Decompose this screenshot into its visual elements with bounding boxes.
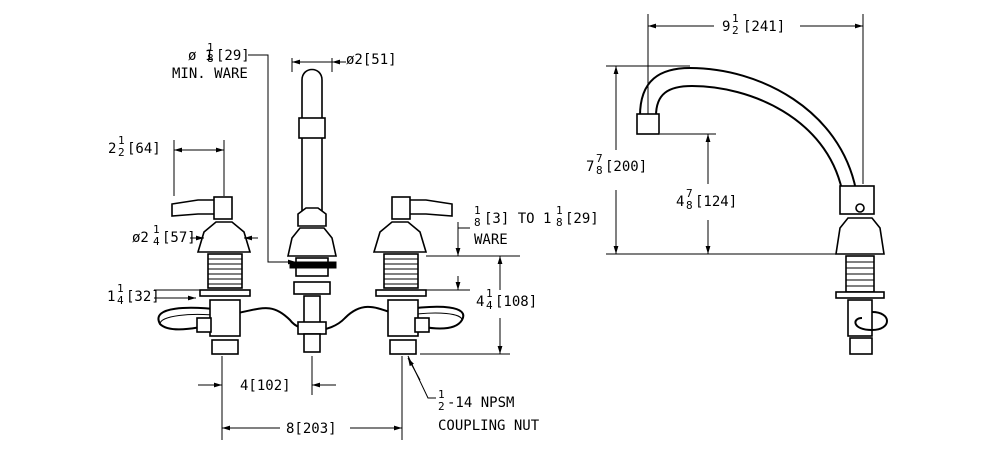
- svg-text:[3] TO 1: [3] TO 1: [484, 211, 551, 227]
- svg-text:[124]: [124]: [695, 194, 737, 210]
- left-lock-nut: [199, 289, 251, 297]
- left-valve: [171, 196, 252, 355]
- svg-text:1: 1: [486, 287, 493, 300]
- label-overall-spacing: 8[203]: [286, 421, 337, 437]
- front-dimension-lines: [154, 54, 520, 440]
- right-valve: [372, 196, 453, 355]
- svg-text:[57]: [57]: [162, 230, 196, 246]
- svg-text:9: 9: [722, 19, 730, 35]
- label-spout-height: 7 7 8 [200]: [586, 152, 647, 177]
- svg-text:1: 1: [107, 289, 115, 305]
- side-tube-loop: [854, 311, 888, 332]
- label-base-diameter: ø2 1 4 [57]: [132, 223, 196, 248]
- svg-text:8: 8: [474, 216, 481, 229]
- svg-text:ø2: ø2: [132, 230, 149, 246]
- right-coupling-nut: [389, 339, 417, 355]
- spout-tee-outlet: [303, 333, 321, 353]
- side-set-screw: [855, 203, 865, 213]
- right-threaded-shank: [383, 253, 419, 289]
- svg-text:COUPLING NUT: COUPLING NUT: [438, 418, 540, 434]
- spout-gasket: [289, 261, 337, 269]
- svg-text:2: 2: [732, 24, 739, 37]
- label-spout-clearance: 4 7 8 [124]: [676, 187, 737, 212]
- svg-text:[29]: [29]: [216, 48, 250, 64]
- svg-text:[64]: [64]: [127, 141, 161, 157]
- spout-collar: [298, 117, 326, 139]
- svg-text:[29]: [29]: [565, 211, 599, 227]
- spout-knob: [297, 207, 327, 227]
- svg-text:4: 4: [486, 299, 493, 312]
- svg-text:4: 4: [153, 235, 160, 248]
- left-outlet: [196, 317, 212, 333]
- left-valve-body: [209, 299, 241, 337]
- label-coupling-nut: 1 2 -14 NPSM COUPLING NUT: [438, 388, 540, 434]
- side-coupling-nut: [849, 337, 873, 355]
- svg-text:4: 4: [117, 294, 124, 307]
- spout-tee: [297, 321, 327, 335]
- left-coupling-nut: [211, 339, 239, 355]
- svg-text:[108]: [108]: [495, 294, 537, 310]
- svg-text:1: 1: [474, 204, 481, 217]
- side-aerator: [636, 113, 660, 135]
- svg-text:7: 7: [586, 159, 594, 175]
- left-handle-hub: [213, 196, 233, 220]
- svg-text:4: 4: [476, 294, 484, 310]
- spout-nut: [293, 281, 331, 295]
- svg-text:1: 1: [438, 388, 445, 401]
- svg-text:7: 7: [686, 187, 693, 200]
- svg-text:1: 1: [732, 12, 739, 25]
- svg-text:[32]: [32]: [126, 289, 160, 305]
- svg-text:WARE: WARE: [474, 232, 508, 248]
- side-view: [606, 14, 888, 355]
- label-spout-reach: 9 1 2 [241]: [722, 12, 785, 37]
- spout-escutcheon: [287, 227, 337, 257]
- side-spout-arm: [639, 66, 857, 191]
- side-lock-nut: [835, 291, 885, 299]
- label-shank-length: 4 1 4 [108]: [476, 287, 537, 312]
- svg-text:4: 4: [676, 194, 684, 210]
- label-center-spacing: 4[102]: [240, 378, 291, 394]
- svg-text:1: 1: [556, 204, 563, 217]
- svg-text:2: 2: [118, 146, 125, 159]
- svg-text:1: 1: [117, 282, 124, 295]
- label-nut-height: 1 1 4 [32]: [107, 282, 160, 307]
- svg-text:-14 NPSM: -14 NPSM: [447, 395, 514, 411]
- right-outlet: [414, 317, 430, 333]
- label-spout-diameter: ø2[51]: [346, 52, 397, 68]
- left-escutcheon: [196, 221, 252, 253]
- side-escutcheon: [835, 217, 885, 255]
- side-dimension-lines: [606, 14, 864, 255]
- svg-text:MIN. WARE: MIN. WARE: [172, 66, 248, 82]
- svg-text:1: 1: [207, 41, 214, 54]
- svg-text:ø 1: ø 1: [188, 48, 213, 64]
- left-threaded-shank: [207, 253, 243, 289]
- right-valve-body: [387, 299, 419, 337]
- label-ware-thickness: 1 8 [3] TO 1 1 8 [29] WARE: [474, 204, 599, 248]
- svg-text:2: 2: [438, 400, 445, 413]
- right-escutcheon: [372, 221, 428, 253]
- svg-text:8: 8: [207, 52, 214, 65]
- svg-text:2: 2: [108, 141, 116, 157]
- spout-tube: [301, 68, 323, 213]
- right-handle-hub: [391, 196, 411, 220]
- svg-text:8: 8: [686, 199, 693, 212]
- svg-text:[241]: [241]: [743, 19, 785, 35]
- label-min-ware: ø 1 1 8 [29] MIN. WARE: [172, 41, 250, 82]
- right-lock-nut: [375, 289, 427, 297]
- svg-text:1: 1: [153, 223, 160, 236]
- svg-text:7: 7: [596, 152, 603, 165]
- svg-text:1: 1: [118, 134, 125, 147]
- svg-text:[200]: [200]: [605, 159, 647, 175]
- svg-text:8: 8: [556, 216, 563, 229]
- center-spout: [287, 68, 337, 353]
- label-handle-width: 2 1 2 [64]: [108, 134, 161, 159]
- svg-text:8: 8: [596, 164, 603, 177]
- front-view: [154, 54, 520, 440]
